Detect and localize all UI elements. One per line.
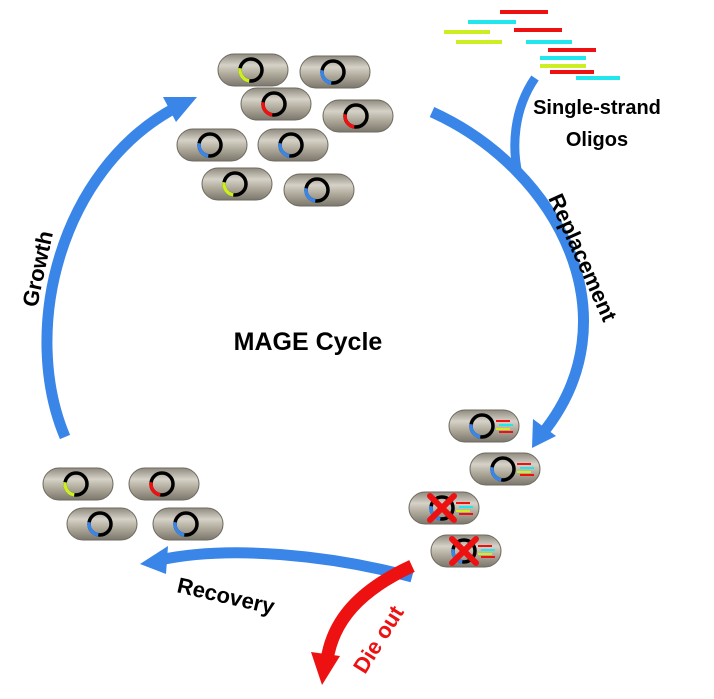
mutation-segment <box>304 188 316 203</box>
bacterial-cell <box>408 491 480 525</box>
mutation-segment <box>197 143 209 158</box>
cell-body <box>176 128 248 162</box>
cell-body <box>322 99 394 133</box>
cell-body <box>469 452 541 486</box>
bacterial-cell <box>128 467 200 501</box>
mutation-segment <box>278 143 290 158</box>
bacterial-cell <box>469 452 541 486</box>
cells-layer <box>42 53 541 568</box>
growth-arrowhead <box>163 97 197 122</box>
growth-arrow <box>41 103 178 440</box>
bacterial-cell <box>430 534 502 568</box>
single-strand-oligos <box>444 10 620 80</box>
cell-body <box>201 167 273 201</box>
bacterial-cell <box>448 409 520 443</box>
bacterial-cell <box>152 507 224 541</box>
mutation-segment <box>261 102 273 117</box>
mutation-segment <box>173 522 185 537</box>
recovery-arrow <box>158 547 414 583</box>
bacterial-cell <box>257 128 329 162</box>
bacterial-cell <box>217 53 289 87</box>
mutation-segment <box>149 482 161 497</box>
mutation-segment <box>222 182 234 197</box>
mutation-segment <box>343 114 355 129</box>
cell-body <box>299 55 371 89</box>
death-cross <box>449 536 479 566</box>
cycle-title: MAGE Cycle <box>234 328 383 356</box>
mutation-segment <box>238 68 250 83</box>
cell-body <box>152 507 224 541</box>
die-out-arrow <box>320 560 415 662</box>
bacterial-cell <box>201 167 273 201</box>
bacterial-cell <box>299 55 371 89</box>
bacterial-cell <box>176 128 248 162</box>
cell-body <box>128 467 200 501</box>
mutation-segment <box>320 70 332 85</box>
die-out-arrowhead <box>311 652 340 685</box>
cell-body <box>240 87 312 121</box>
oligos-label-line1: Single-strand <box>533 97 661 119</box>
cell-body <box>283 173 355 207</box>
bacterial-cell <box>42 467 114 501</box>
recovery-arrowhead <box>140 546 168 574</box>
cell-body <box>42 467 114 501</box>
death-cross <box>427 493 457 523</box>
oligos-label-line2: Oligos <box>566 129 628 151</box>
cell-body <box>257 128 329 162</box>
mutation-segment <box>87 522 99 537</box>
bacterial-cell <box>240 87 312 121</box>
cycle-arrows <box>41 75 589 685</box>
oligo-feed-arrow <box>510 75 539 176</box>
cell-body <box>217 53 289 87</box>
mutation-segment <box>63 482 75 497</box>
recovery-label: Recovery <box>175 573 278 620</box>
mutation-segment <box>469 424 481 439</box>
cell-body <box>448 409 520 443</box>
replacement-arrowhead <box>532 419 556 448</box>
bacterial-cell <box>66 507 138 541</box>
cell-body <box>66 507 138 541</box>
bacterial-cell <box>283 173 355 207</box>
die-out-label: Die out <box>348 601 409 678</box>
mutation-segment <box>490 467 502 482</box>
replacement-arrow <box>429 106 589 438</box>
bacterial-cell <box>322 99 394 133</box>
